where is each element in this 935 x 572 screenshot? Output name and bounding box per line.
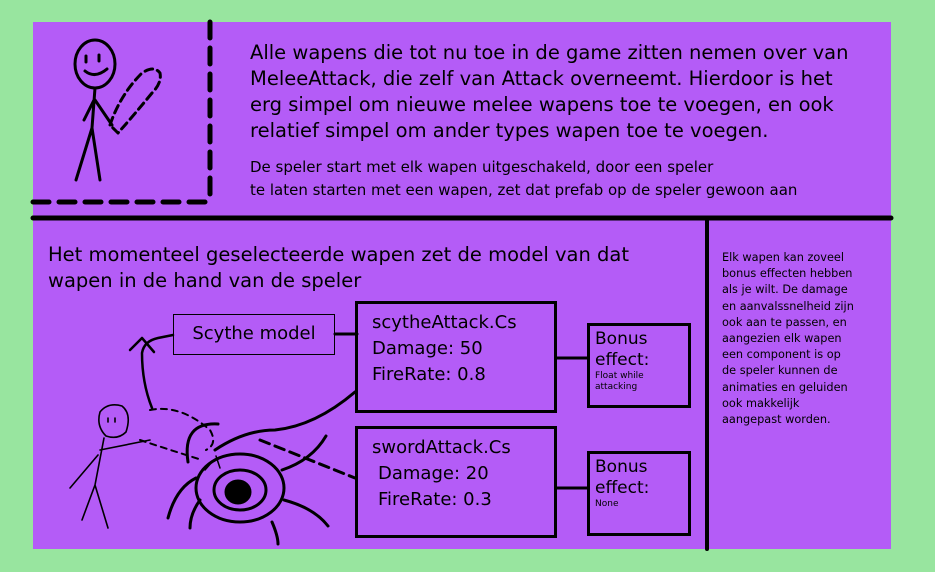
side-note-line: en aanvalssnelheid zijn — [722, 299, 854, 313]
side-note-line: bonus effecten hebben — [722, 267, 853, 281]
sword-bonus-box: Bonus effect: None — [587, 451, 691, 536]
side-note-line: aangezien elk wapen — [722, 332, 842, 346]
bonus-value: None — [595, 499, 619, 509]
damage-value: Damage: 50 — [372, 338, 483, 359]
side-note-line: als je wilt. De damage — [722, 283, 848, 297]
intro-small-text: De speler start met elk wapen uitgeschak… — [250, 156, 797, 202]
side-note-line: een component is op — [722, 348, 841, 362]
firerate-value: FireRate: 0.3 — [378, 489, 492, 510]
intro-line: relatief simpel om ander types wapen toe… — [250, 119, 769, 142]
scythe-bonus-box: Bonus effect: Float while attacking — [587, 323, 691, 408]
side-note-line: Elk wapen kan zoveel — [722, 251, 845, 264]
bonus-title: effect: — [595, 478, 650, 498]
intro-small-line: te laten starten met een wapen, zet dat … — [250, 181, 798, 199]
class-name: scytheAttack.Cs — [372, 312, 517, 333]
bonus-title: effect: — [595, 350, 650, 370]
side-note-line: aangepast worden. — [722, 413, 831, 427]
bonus-title: Bonus — [595, 457, 648, 477]
selected-weapon-text: Het momenteel geselecteerde wapen zet de… — [48, 242, 629, 294]
selected-line: wapen in de hand van de speler — [48, 269, 362, 292]
intro-text: Alle wapens die tot nu toe in de game zi… — [250, 40, 848, 144]
bonus-value: Float while attacking — [595, 371, 644, 392]
intro-small-line: De speler start met elk wapen uitgeschak… — [250, 158, 714, 176]
scythe-attack-box: scytheAttack.Cs Damage: 50 FireRate: 0.8 — [355, 301, 557, 413]
intro-line: Alle wapens die tot nu toe in de game zi… — [250, 41, 849, 64]
scythe-model-label: Scythe model — [192, 323, 316, 344]
scythe-model-box: Scythe model — [173, 314, 335, 355]
side-note-line: ook makkelijk — [722, 396, 800, 410]
intro-line: MeleeAttack, die zelf van Attack overnee… — [250, 67, 833, 90]
damage-value: Damage: 20 — [378, 463, 489, 484]
selected-line: Het momenteel geselecteerde wapen zet de… — [48, 243, 630, 266]
firerate-value: FireRate: 0.8 — [372, 364, 486, 385]
side-note: Elk wapen kan zoveel bonus effecten hebb… — [722, 250, 854, 428]
side-note-line: de speler kunnen de — [722, 364, 838, 378]
side-note-line: animaties en geluiden — [722, 380, 848, 394]
side-note-line: ook aan te passen, en — [722, 315, 847, 329]
sword-attack-box: swordAttack.Cs Damage: 20 FireRate: 0.3 — [355, 426, 557, 538]
intro-line: erg simpel om nieuwe melee wapens toe te… — [250, 93, 834, 116]
class-name: swordAttack.Cs — [372, 437, 511, 458]
bonus-title: Bonus — [595, 329, 648, 349]
